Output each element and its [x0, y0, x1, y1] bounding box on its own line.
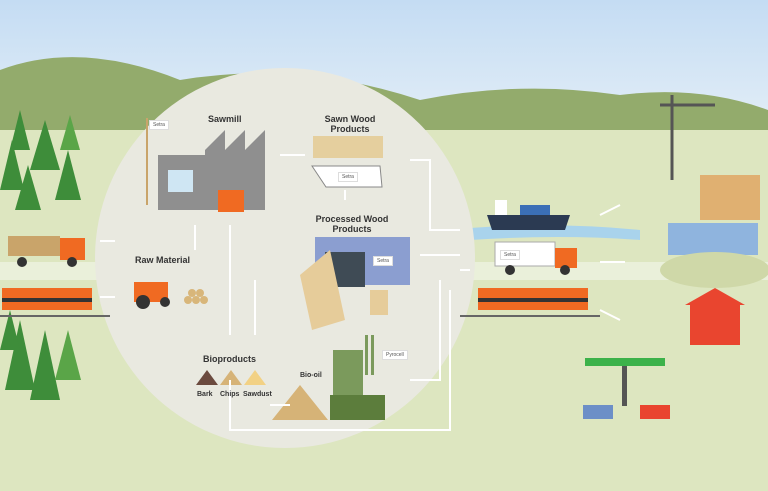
- forest: [0, 110, 81, 400]
- freight-train-left: [0, 288, 110, 317]
- bio-oil-pile: [272, 385, 328, 420]
- chips-label: Chips: [220, 391, 240, 398]
- wheel-loader: [134, 282, 208, 309]
- gas-station: [583, 358, 670, 419]
- sawdust-pile: [244, 370, 266, 385]
- bioproducts-label: Bioproducts: [203, 354, 256, 364]
- sawdust-label: Sawdust: [243, 391, 272, 398]
- bio-oil-label: Bio-oil: [300, 372, 322, 379]
- raw-material-label: Raw Material: [135, 255, 191, 265]
- setra-logo-truck: Setra: [500, 250, 520, 260]
- town: [660, 95, 768, 345]
- bark-pile: [196, 370, 218, 385]
- cargo-ship: [487, 200, 570, 230]
- setra-logo-lumber: Setra: [338, 172, 358, 182]
- processed-wood-products-label: Processed Wood Products: [315, 214, 389, 234]
- freight-train-right: [460, 288, 600, 317]
- sawn-wood-products-label: Sawn Wood Products: [324, 114, 376, 134]
- sawmill-label: Sawmill: [208, 114, 242, 124]
- timber-truck: [8, 236, 85, 267]
- setra-logo-building: Setra: [373, 256, 393, 266]
- processed-wood-building: [300, 237, 410, 330]
- setra-logo-flag: Setra: [149, 120, 169, 130]
- bio-oil-plant: [330, 335, 385, 420]
- sawmill-building: [146, 118, 265, 212]
- chips-pile: [220, 370, 242, 385]
- flow-arrows: [100, 154, 625, 431]
- bark-label: Bark: [197, 391, 213, 398]
- pyrocell-logo: Pyrocell: [382, 350, 408, 360]
